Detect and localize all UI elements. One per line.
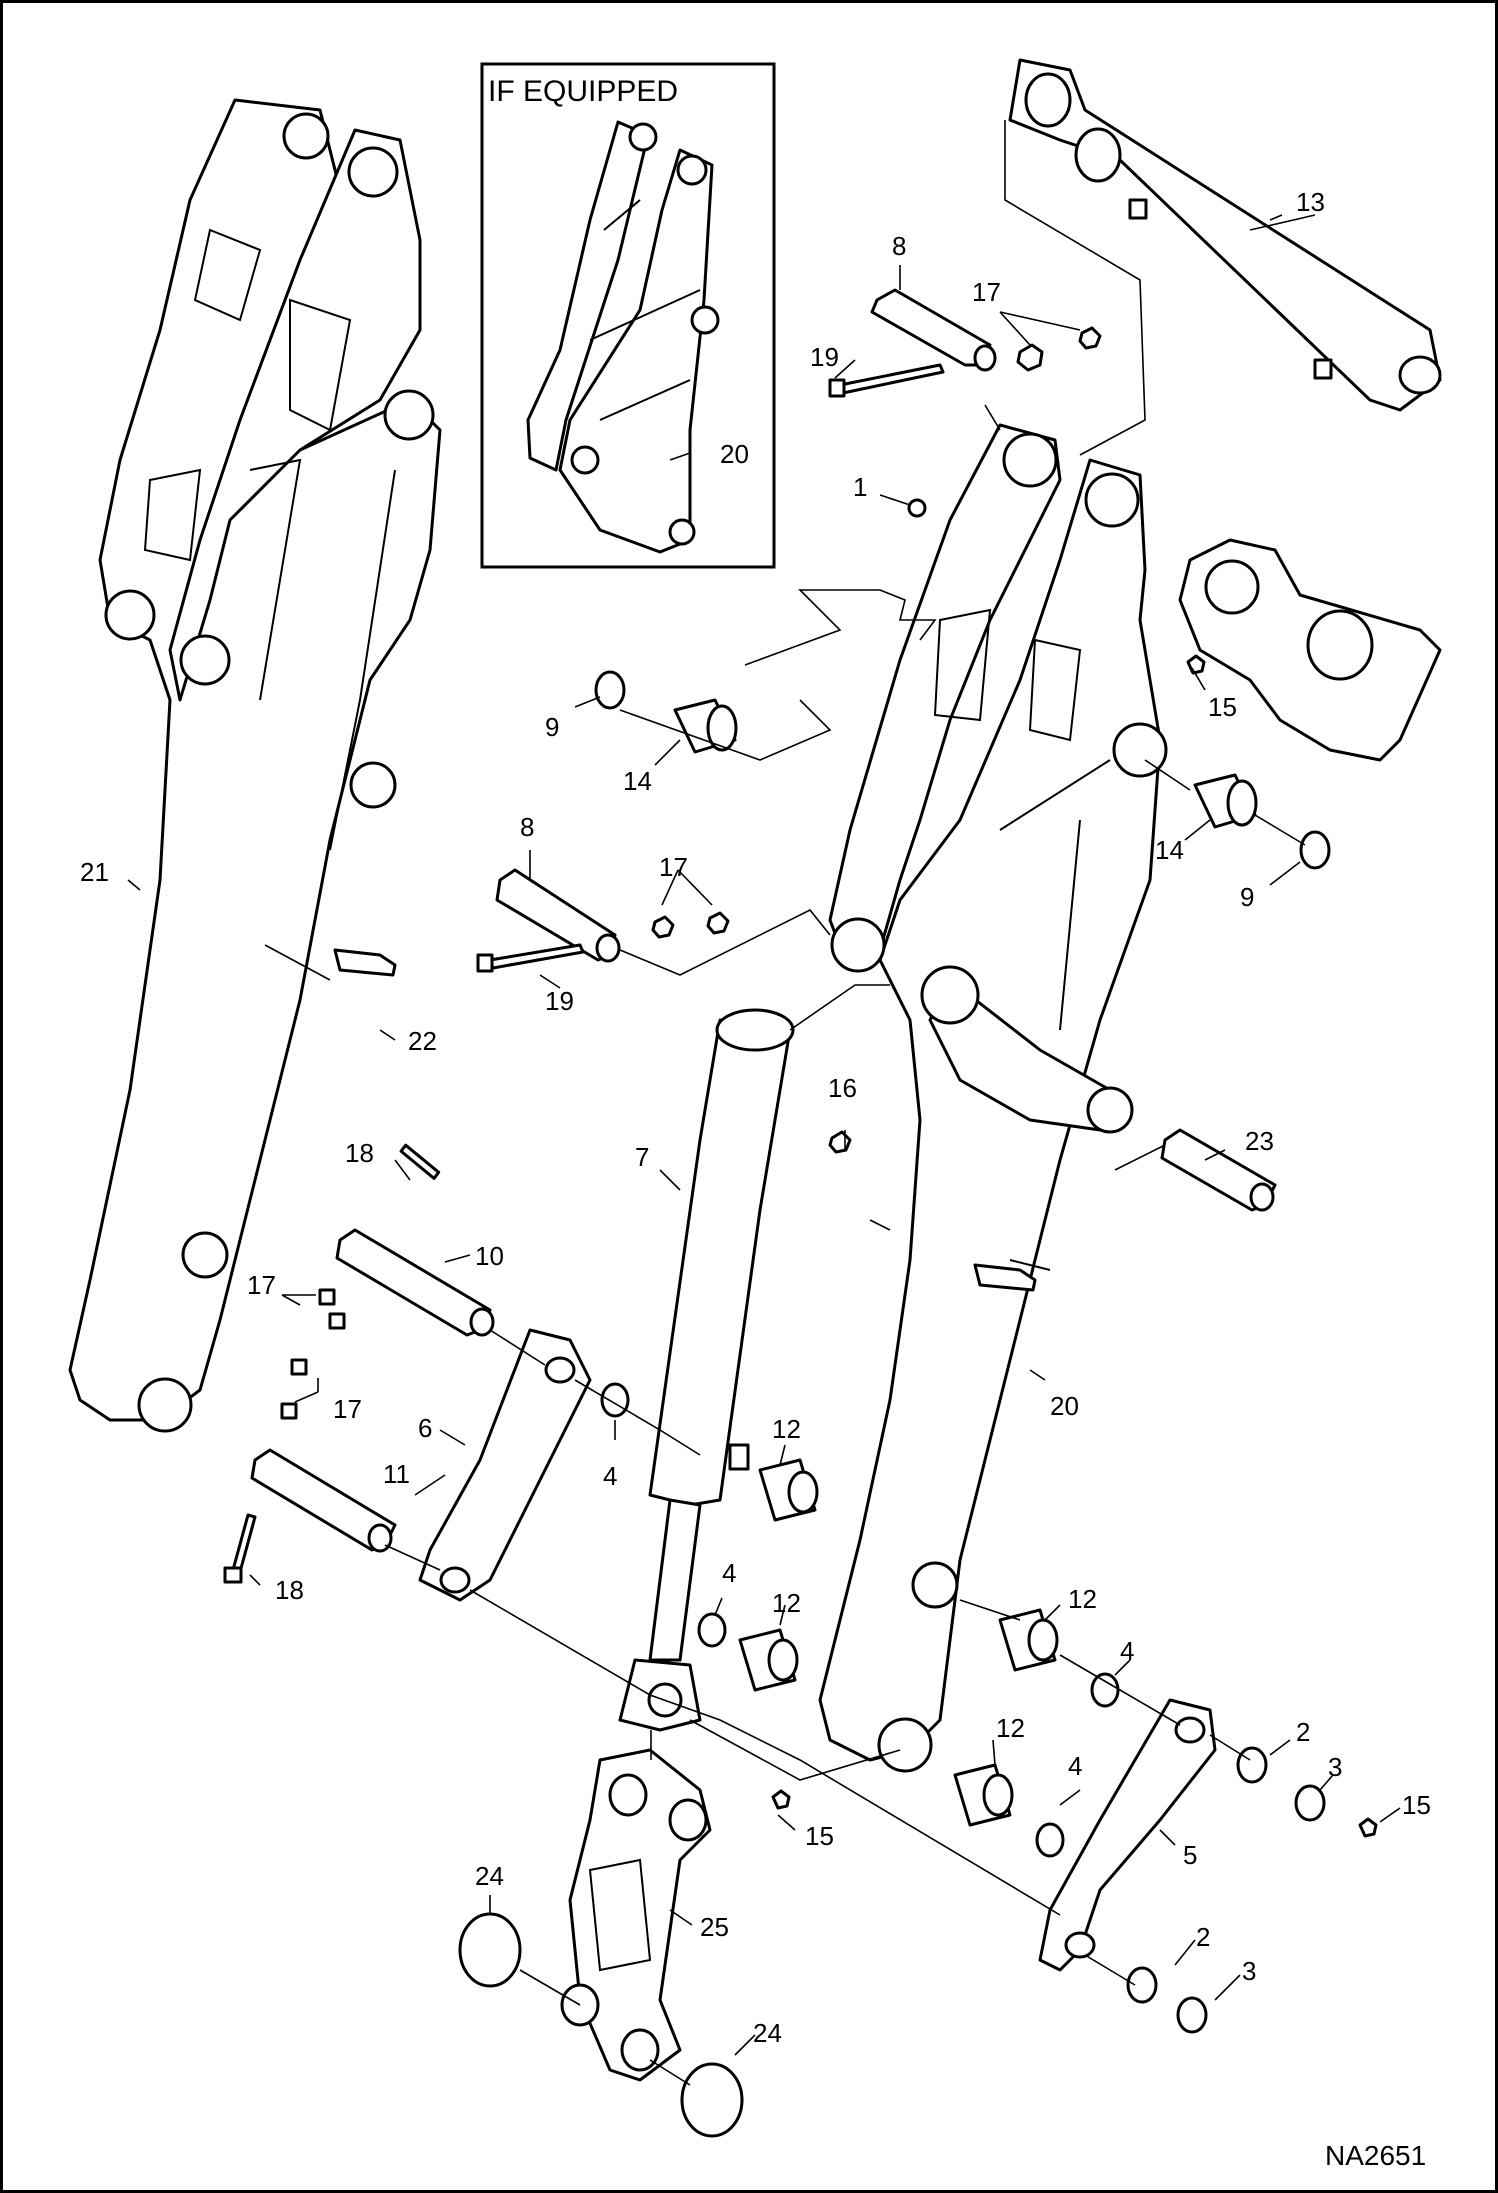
label-11: 11: [383, 1459, 410, 1489]
callout-leaders: [127, 214, 1401, 2056]
label-20-main: 20: [1050, 1391, 1079, 1421]
label-2-lower: 2: [1196, 1922, 1210, 1952]
callout-labels: 13 8 17 19 20 1 9 14 15 14 9 21 8 17 19 …: [80, 187, 1431, 2048]
label-5: 5: [1183, 1840, 1197, 1870]
label-6: 6: [418, 1413, 432, 1443]
label-24-upper: 24: [475, 1861, 504, 1891]
label-4-a: 4: [603, 1461, 617, 1491]
label-15-lower: 15: [805, 1821, 834, 1851]
label-8-lower: 8: [520, 812, 534, 842]
label-24-lower: 24: [753, 2018, 782, 2048]
label-3-lower: 3: [1242, 1956, 1256, 1986]
right-boom-assembly: [818, 423, 1168, 1773]
link-5: [1038, 1698, 1217, 1972]
label-4-c: 4: [1120, 1636, 1134, 1666]
label-10: 10: [475, 1241, 504, 1271]
label-25: 25: [700, 1912, 729, 1942]
label-7: 7: [635, 1142, 649, 1172]
small-fasteners: [280, 326, 1378, 1838]
label-9-left: 9: [545, 712, 559, 742]
label-1: 1: [853, 472, 867, 502]
label-18-upper: 18: [345, 1138, 374, 1168]
lift-link: [560, 1748, 712, 2082]
label-2-upper: 2: [1296, 1717, 1310, 1747]
link-6: [418, 1328, 592, 1602]
label-3-upper: 3: [1328, 1752, 1342, 1782]
label-4-b: 4: [722, 1558, 736, 1588]
label-20-inset: 20: [720, 439, 749, 469]
label-9-right: 9: [1240, 882, 1254, 912]
label-14-left: 14: [623, 766, 652, 796]
inset-if-equipped: IF EQUIPPED: [480, 62, 776, 569]
label-12-b: 12: [772, 1588, 801, 1618]
label-14-right: 14: [1155, 835, 1184, 865]
label-12-d: 12: [996, 1713, 1025, 1743]
inset-title: IF EQUIPPED: [488, 75, 678, 108]
label-17-lower-a: 17: [247, 1270, 276, 1300]
rings: [458, 670, 1331, 2138]
label-18-lower: 18: [275, 1575, 304, 1605]
label-17-mid: 17: [659, 852, 688, 882]
left-boom-assembly: [68, 98, 442, 1433]
label-17-lower-b: 17: [333, 1394, 362, 1424]
label-15-right: 15: [1402, 1790, 1431, 1820]
centerlines: [264, 120, 1306, 2086]
label-22: 22: [408, 1026, 437, 1056]
drawing-code: NA2651: [1325, 2140, 1426, 2171]
label-12-c: 12: [1068, 1584, 1097, 1614]
label-21: 21: [80, 857, 109, 887]
label-15-upper: 15: [1208, 692, 1237, 722]
label-19-upper: 19: [810, 342, 839, 372]
pins: [250, 288, 1277, 1553]
bushings: [673, 698, 1258, 1827]
label-8-upper: 8: [892, 231, 906, 261]
label-17-upper: 17: [972, 277, 1001, 307]
boom-cylinder: [618, 1008, 795, 1732]
label-12-a: 12: [772, 1414, 801, 1444]
label-19-lower: 19: [545, 986, 574, 1016]
label-13: 13: [1296, 187, 1325, 217]
cylinder-mount-bracket: [1178, 538, 1442, 762]
label-16: 16: [828, 1073, 857, 1103]
bolts: [223, 363, 945, 1584]
label-23: 23: [1245, 1126, 1274, 1156]
label-4-d: 4: [1068, 1751, 1082, 1781]
upper-hydraulic-cylinder: [1008, 58, 1442, 412]
